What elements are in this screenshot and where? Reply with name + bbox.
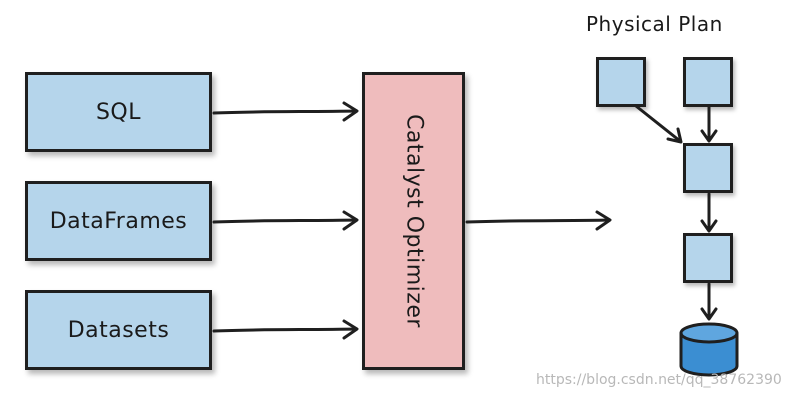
arrow-sql-head bbox=[342, 101, 359, 122]
plan-node-middle bbox=[683, 143, 733, 193]
plan-node-top-left bbox=[596, 57, 646, 107]
edge-topright-head bbox=[700, 129, 718, 143]
sql-box: SQL bbox=[25, 72, 212, 152]
plan-node-lower bbox=[683, 233, 733, 283]
edge-topleft-head bbox=[666, 127, 683, 144]
datasets-label: Datasets bbox=[67, 317, 170, 343]
edge-middle-head bbox=[700, 219, 718, 233]
arrow-datasets-head bbox=[342, 319, 359, 340]
arrow-dataframes-to-optimizer bbox=[212, 218, 358, 224]
watermark-url: https://blog.csdn.net/qq_38762390 bbox=[536, 372, 782, 388]
datasets-box: Datasets bbox=[25, 290, 212, 370]
arrow-optimizer-to-plan bbox=[465, 218, 611, 224]
dataframes-label: DataFrames bbox=[49, 208, 188, 234]
edge-topleft-to-middle bbox=[634, 104, 682, 143]
arrow-optimizer-head bbox=[595, 210, 612, 231]
arrow-dataframes-head bbox=[342, 210, 359, 231]
edge-lower-head bbox=[700, 307, 718, 321]
dataframes-box: DataFrames bbox=[25, 181, 212, 261]
catalyst-optimizer-box: Catalyst Optimizer bbox=[362, 72, 465, 370]
arrow-sql-to-optimizer bbox=[212, 109, 358, 115]
sql-label: SQL bbox=[95, 99, 142, 125]
database-cylinder-icon bbox=[679, 322, 739, 377]
arrow-datasets-to-optimizer bbox=[212, 327, 358, 333]
physical-plan-title: Physical Plan bbox=[586, 12, 723, 36]
